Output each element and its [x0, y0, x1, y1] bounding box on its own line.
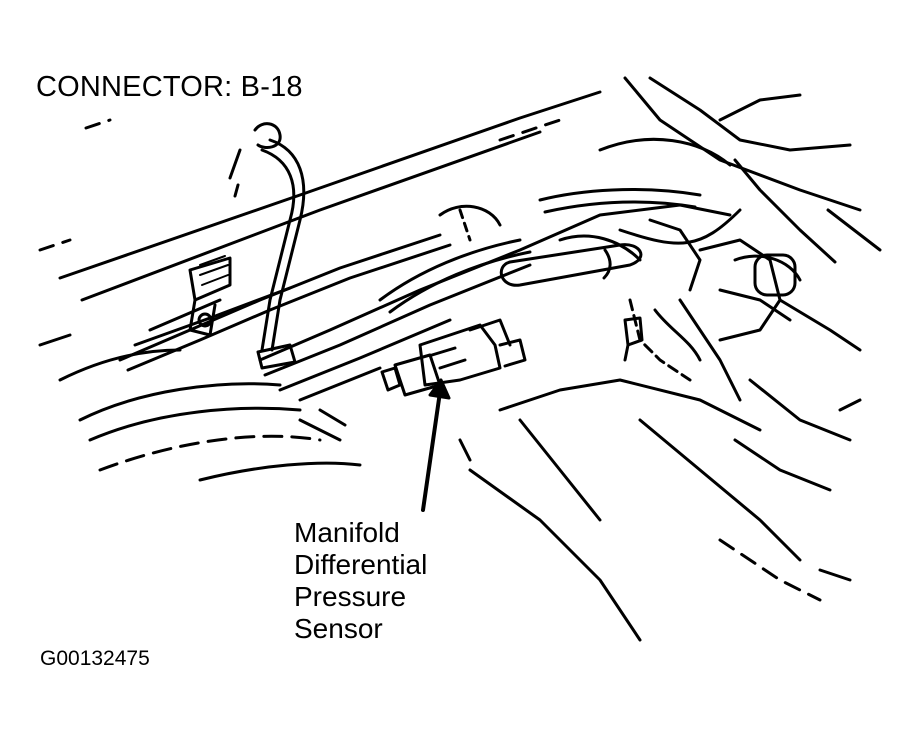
- sensor-callout: Manifold Differential Pressure Sensor: [294, 517, 427, 645]
- engine-part-4: [733, 254, 802, 282]
- engine-part-6: [718, 288, 792, 322]
- engine-part-2: [648, 218, 702, 292]
- manifold-edge-3: [518, 418, 602, 522]
- pipe-loop: [618, 208, 742, 245]
- main-harness-2: [263, 263, 532, 377]
- hose-sleeve-end: [602, 248, 612, 280]
- connector-latch: [468, 318, 512, 347]
- strut-tower-outline: [648, 76, 852, 152]
- lower-curve-3: [98, 434, 322, 472]
- engine-part-7: [653, 308, 702, 362]
- port-fitting-line: [623, 343, 630, 362]
- manifold-edge-6: [818, 568, 852, 582]
- manifold-edge-7: [458, 438, 472, 462]
- callout-line-2: Differential: [294, 549, 428, 580]
- right-frame-1: [733, 158, 837, 264]
- manifold-edge-4: [638, 418, 802, 562]
- harness-left-4: [148, 298, 222, 332]
- pipe-upper-2: [388, 250, 532, 314]
- upper-right-edge: [718, 93, 802, 122]
- hose-sleeve: [499, 243, 643, 287]
- cowl-edge-lower: [80, 130, 542, 302]
- engine-cylinder: [753, 253, 797, 297]
- engine-part-5: [678, 298, 742, 402]
- lower-curve-4: [198, 461, 362, 482]
- engine-part-3: [698, 238, 782, 342]
- cowl-edge-dashed-1: [38, 118, 562, 252]
- right-frame-3: [778, 298, 862, 352]
- harness-wrap-lines: [199, 255, 229, 286]
- pipe-right-2: [543, 200, 697, 214]
- lower-curve-5: [58, 348, 182, 382]
- callout-line-1: Manifold: [294, 517, 400, 548]
- lower-curve-6: [38, 333, 72, 347]
- leader-line: [421, 390, 442, 512]
- right-frame-6: [838, 398, 862, 412]
- strut-tower-top: [623, 76, 862, 212]
- port-fitting: [623, 316, 644, 347]
- ground-bolt: [197, 312, 213, 328]
- strut-tower-arc: [598, 137, 732, 167]
- harness-clip: [256, 343, 297, 370]
- vacuum-hose-inner: [260, 148, 296, 352]
- main-harness-1: [258, 203, 732, 362]
- engine-block-1: [438, 204, 502, 227]
- manifold-edge-5: [718, 538, 822, 602]
- manifold-edge-1: [498, 378, 762, 432]
- main-harness-4: [298, 366, 382, 402]
- cowl-edge-dashed-2: [228, 148, 242, 198]
- leader-arrowhead: [428, 378, 451, 400]
- cowl-edge-upper: [58, 90, 602, 280]
- pipe-right-1: [538, 188, 702, 202]
- connector-title: CONNECTOR: B-18: [36, 71, 303, 103]
- hose-fitting: [253, 122, 282, 149]
- main-harness-3: [278, 318, 452, 392]
- engine-block-2: [458, 208, 472, 242]
- sensor-bracket: [498, 338, 527, 368]
- right-frame-2: [826, 208, 882, 252]
- callout-line-3: Pressure: [294, 581, 407, 612]
- manifold-edge-2: [468, 468, 642, 642]
- sensor-nozzle: [380, 366, 402, 392]
- lower-curve-2: [88, 406, 302, 442]
- vacuum-hose-outer: [268, 138, 306, 352]
- right-frame-5: [733, 438, 832, 492]
- lower-curve-1: [78, 382, 282, 422]
- harness-wrap: [188, 256, 232, 302]
- pipe-upper-1: [378, 238, 522, 302]
- engine-part-1: [558, 234, 642, 262]
- connector-body: [418, 323, 502, 387]
- lower-curve-7: [298, 408, 347, 442]
- figure-id: G00132475: [40, 647, 150, 670]
- connector-detail: [430, 346, 467, 370]
- right-frame-4: [748, 378, 852, 442]
- callout-line-4: Sensor: [294, 613, 383, 644]
